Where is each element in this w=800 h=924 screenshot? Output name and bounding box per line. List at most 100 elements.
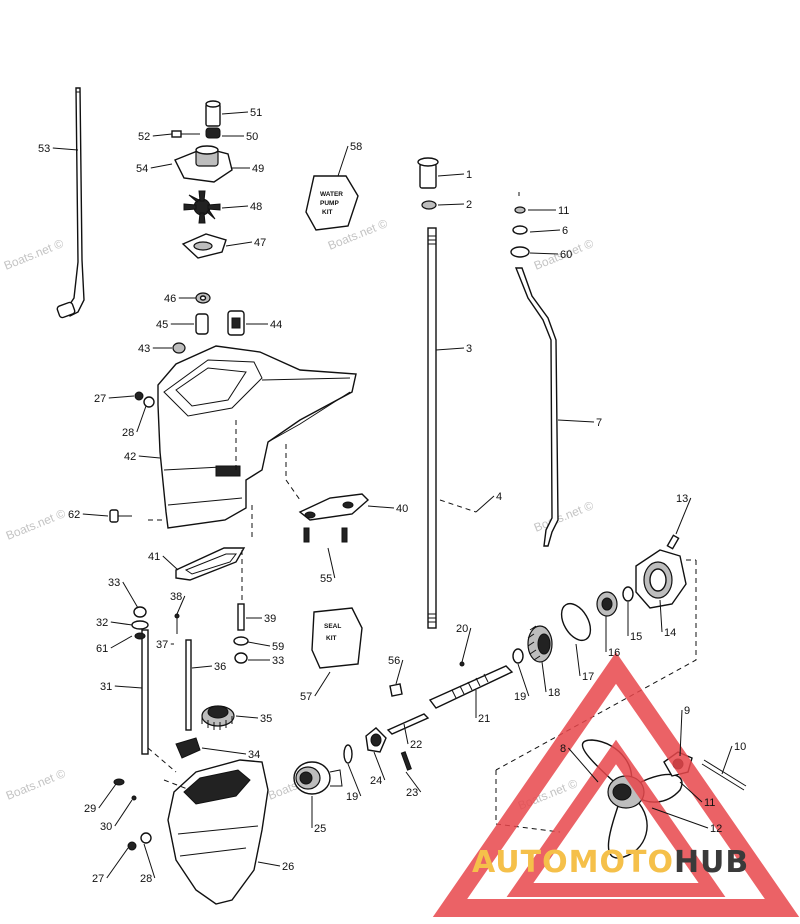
callout-number: 48 [250, 201, 262, 213]
callout-leader [143, 843, 156, 879]
callout-number: 40 [396, 503, 408, 515]
callout-leader [138, 455, 161, 459]
callout-number: 14 [664, 627, 676, 639]
callout-leader [150, 163, 173, 169]
watermark-text: Boats.net © [6, 0, 70, 3]
callout-number: 20 [456, 623, 468, 635]
callout-leader [675, 497, 692, 535]
callout-leader [373, 751, 386, 781]
callout-leader [176, 595, 186, 615]
callout-number: 33 [272, 655, 284, 667]
kit-label-line-1: WATER [320, 191, 343, 198]
callout-leader [191, 665, 213, 669]
callout-number: 38 [170, 591, 182, 603]
callout-leader-lines [52, 111, 733, 879]
callout-leader [437, 203, 465, 206]
watermark-text: Boats.net © [532, 498, 596, 535]
callout-number: 11 [704, 797, 715, 809]
logo-text-a: AUTOMOTO [472, 845, 674, 880]
callout-leader [651, 807, 709, 829]
gasket-part [175, 547, 246, 581]
logo-text: AUTOMOTOHUB [472, 845, 749, 880]
small-parts-upper [172, 292, 245, 354]
callout-leader [403, 723, 409, 745]
callout-number: 25 [314, 823, 326, 835]
callout-number: 27 [94, 393, 106, 405]
callout-leader [162, 555, 179, 571]
driveshaft-part [417, 157, 439, 629]
callout-number: 58 [350, 141, 362, 153]
logo-triangle [432, 652, 800, 917]
callout-number: 57 [300, 691, 312, 703]
callout-leader [475, 495, 495, 513]
callout-leader [110, 635, 133, 649]
callout-number: 15 [630, 631, 642, 643]
callout-number: 3 [466, 343, 472, 355]
callout-number: 37 [156, 639, 168, 651]
fasteners-lower [113, 778, 152, 851]
shift-rod-part [56, 87, 85, 319]
water-pump-kit-box: WATER PUMP KIT [305, 175, 359, 231]
callout-number: 23 [406, 787, 418, 799]
callout-number: 16 [608, 647, 620, 659]
callout-leader [679, 781, 703, 803]
callout-number: 19 [346, 791, 358, 803]
callout-number: 6 [562, 225, 568, 237]
callout-number: 41 [148, 551, 160, 563]
callout-number: 42 [124, 451, 136, 463]
callout-number: 62 [68, 509, 80, 521]
watermark-text: Boats.net © [4, 766, 68, 803]
callout-number: 56 [388, 655, 400, 667]
callout-leader [679, 709, 683, 757]
callout-leader [575, 643, 581, 677]
callout-number: 53 [38, 143, 50, 155]
water-pump-group [171, 100, 233, 259]
callout-leader [517, 663, 530, 697]
callout-number: 49 [252, 163, 264, 175]
callout-leader [568, 747, 599, 783]
callout-number: 34 [248, 749, 260, 761]
callout-leader [405, 771, 422, 793]
callout-leader [221, 205, 249, 209]
callout-leader [110, 621, 133, 626]
kit-label-line-3: KIT [322, 209, 333, 216]
callout-number: 30 [100, 821, 112, 833]
callout-leader [98, 783, 117, 809]
callout-leader [529, 252, 559, 255]
callout-number: 36 [214, 661, 226, 673]
callout-number: 1 [466, 169, 472, 181]
callout-number: 12 [710, 823, 722, 835]
callout-leader [435, 347, 465, 351]
callout-number: 18 [548, 687, 560, 699]
callout-number: 44 [270, 319, 282, 331]
callout-leader [557, 419, 595, 423]
callout-labels: 1234678910111112131415161718191920212223… [38, 107, 746, 885]
callout-number: 10 [734, 741, 746, 753]
logo-text-b: HUB [674, 845, 749, 880]
callout-number: 7 [596, 417, 602, 429]
seal-kit-label-line-1: SEAL [324, 623, 341, 630]
callout-number: 54 [136, 163, 148, 175]
bearing-part [293, 761, 343, 795]
shift-shaft-part [510, 192, 559, 547]
callout-leader [367, 505, 395, 509]
callout-number: 32 [96, 617, 108, 629]
callout-number: 22 [410, 739, 422, 751]
callout-leader [136, 405, 147, 433]
callout-number: 19 [514, 691, 526, 703]
callout-number: 60 [560, 249, 572, 261]
callout-number: 51 [250, 107, 262, 119]
callout-leader [114, 685, 143, 689]
gearcase-housing [167, 759, 269, 905]
callout-number: 9 [684, 705, 690, 717]
callout-number: 31 [100, 681, 112, 693]
callout-number: 46 [164, 293, 176, 305]
callout-leader [437, 173, 465, 177]
callout-number: 59 [272, 641, 284, 653]
callout-number: 13 [676, 493, 688, 505]
callout-leader [395, 659, 404, 685]
callout-number: 8 [560, 743, 566, 755]
kit-label-line-2: PUMP [320, 200, 339, 207]
